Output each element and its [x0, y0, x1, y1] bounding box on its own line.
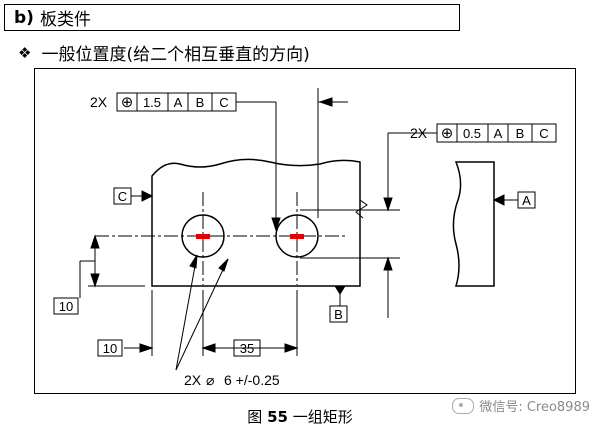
plate-outline — [151, 158, 361, 287]
diameter-symbol-icon: ⌀ — [206, 372, 214, 388]
caption-number: 55 — [267, 408, 288, 426]
dim-left-height: 10 — [59, 299, 73, 314]
fcf-right-datum-1: A — [494, 126, 503, 141]
caption-prefix: 图 — [247, 408, 263, 426]
wechat-icon — [452, 397, 475, 414]
section-title: 板类件 — [39, 10, 91, 30]
fcf-right: 2X ⊕ 0.5 A B C — [410, 123, 557, 143]
figure-caption: 图 55 一组矩形 — [0, 406, 600, 427]
position-symbol-icon: ⊕ — [121, 94, 134, 111]
bullet-text: 一般位置度(给二个相互垂直的方向) — [41, 45, 310, 65]
hole-note-text: 6 +/-0.25 — [224, 372, 280, 388]
hole-left — [181, 214, 225, 258]
fcf-top-datum-3: C — [219, 95, 228, 110]
section-prefix: b) — [14, 7, 34, 28]
section-header: b) 板类件 — [4, 4, 460, 31]
fcf-top-datum-2: B — [196, 95, 205, 110]
datum-c-label: C — [118, 189, 127, 204]
diamond-bullet-icon: ❖ — [18, 43, 32, 62]
fcf-top-tolerance: 1.5 — [143, 95, 161, 110]
fcf-right-datum-3: C — [539, 126, 548, 141]
mark-left — [196, 234, 210, 239]
dim-left-offset: 10 — [103, 341, 117, 356]
dim-spacing: 35 — [240, 341, 254, 356]
bullet-line: ❖ 一般位置度(给二个相互垂直的方向) — [18, 40, 310, 66]
side-view — [452, 161, 495, 287]
fcf-right-tolerance: 0.5 — [463, 126, 481, 141]
hole-right — [275, 214, 319, 258]
caption-text: 一组矩形 — [292, 408, 353, 426]
position-symbol-icon-2: ⊕ — [441, 125, 454, 142]
watermark: 微信号: Creo8989 — [452, 396, 590, 415]
fcf-top-datum-1: A — [174, 95, 183, 110]
drawing-frame — [34, 68, 576, 394]
fcf-top: 2X ⊕ 1.5 A B C — [90, 92, 276, 112]
hole-note-count: 2X — [184, 372, 202, 388]
datum-b-label: B — [334, 307, 343, 322]
mark-right — [290, 234, 304, 239]
watermark-text: 微信号: Creo8989 — [479, 400, 590, 415]
datum-a-label: A — [522, 193, 531, 208]
fcf-top-count: 2X — [90, 94, 108, 110]
fcf-right-datum-2: B — [516, 126, 525, 141]
